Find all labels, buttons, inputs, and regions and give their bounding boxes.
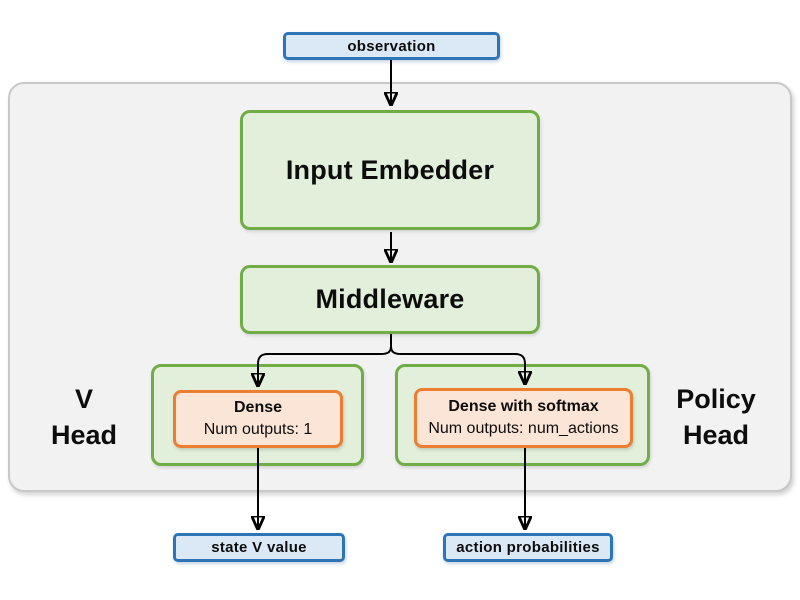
- node-middleware-label: Middleware: [315, 284, 465, 314]
- policy-head-label-line2: Head: [682, 420, 750, 450]
- node-action-probabilities-label: action probabilities: [456, 539, 600, 556]
- node-v-dense-subtitle: Num outputs: 1: [203, 421, 313, 438]
- node-input-embedder-label: Input Embedder: [285, 154, 495, 185]
- node-action-probabilities: action probabilities: [443, 533, 613, 562]
- node-policy-dense-subtitle: Num outputs: num_actions: [428, 420, 619, 437]
- v-head-label-line1: V: [74, 384, 93, 414]
- node-state-v-value-label: state V value: [211, 539, 307, 556]
- node-v-dense: Dense Num outputs: 1: [173, 390, 343, 448]
- node-state-v-value: state V value: [173, 533, 345, 562]
- node-observation: observation: [283, 32, 500, 60]
- v-head-label-line2: Head: [50, 420, 118, 450]
- node-input-embedder: Input Embedder: [240, 110, 540, 230]
- node-v-dense-title: Dense: [233, 399, 283, 416]
- v-head-label: V Head: [24, 381, 144, 453]
- node-policy-dense: Dense with softmax Num outputs: num_acti…: [414, 388, 633, 448]
- policy-head-label-line1: Policy: [676, 384, 756, 414]
- node-observation-label: observation: [347, 37, 436, 55]
- node-middleware: Middleware: [240, 265, 540, 334]
- policy-head-label: Policy Head: [656, 381, 776, 453]
- node-policy-dense-title: Dense with softmax: [448, 398, 599, 415]
